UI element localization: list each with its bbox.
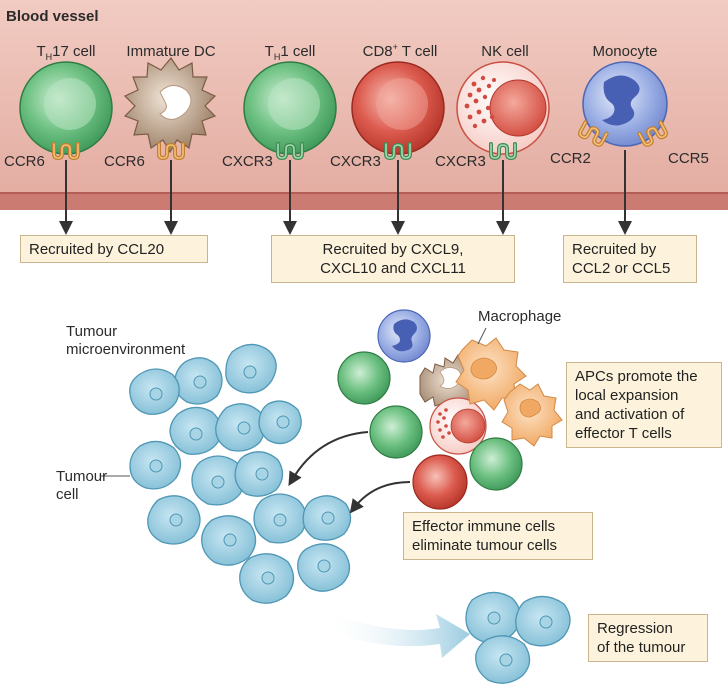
apc-note-line: effector T cells xyxy=(575,425,672,442)
apc-note-line: APCs promote the xyxy=(575,368,698,385)
recruit-cxcl-box: Recruited by CXCL9, CXCL10 and CXCL11 xyxy=(271,235,515,283)
recruit-ccl-line2: CCL2 or CCL5 xyxy=(572,260,671,277)
nk-cell-label: NK cell xyxy=(481,43,529,60)
immune-cell-cluster xyxy=(337,309,563,510)
monocyte-label: Monocyte xyxy=(592,43,657,60)
apc-note-line: local expansion xyxy=(575,387,679,404)
regression-arrow xyxy=(324,612,470,658)
vessel-title: Blood vessel xyxy=(6,8,99,25)
th1-receptor-label: CXCR3 xyxy=(222,153,273,170)
cd8-receptor-label: CXCR3 xyxy=(330,153,381,170)
idc-receptor-label: CCR6 xyxy=(104,153,145,170)
regression-note-line: Regression xyxy=(597,620,673,637)
tumour-microenvironment-label-line1: Tumour xyxy=(66,323,117,340)
regression-note-box: Regression of the tumour xyxy=(588,614,708,662)
recruit-ccl20-box: Recruited by CCL20 xyxy=(20,235,208,263)
regressed-tumour-cluster xyxy=(465,591,571,684)
monocyte-receptor-left-label: CCR2 xyxy=(550,150,591,167)
tumour-cell-cluster xyxy=(129,343,352,604)
apc-note-box: APCs promote the local expansion and act… xyxy=(566,362,722,448)
immune-attack-arrow-1 xyxy=(288,431,369,487)
apc-note-line: and activation of xyxy=(575,406,685,423)
nk-receptor-label: CXCR3 xyxy=(435,153,486,170)
recruit-ccl20-text: Recruited by CCL20 xyxy=(29,241,165,258)
monocyte-cell xyxy=(579,61,667,146)
recruit-ccl-line1: Recruited by xyxy=(572,241,657,258)
effector-note-box: Effector immune cells eliminate tumour c… xyxy=(403,512,593,560)
vessel-wall xyxy=(0,192,728,210)
th1-cell-label: TH1 cell xyxy=(265,43,316,62)
recruit-ccl-box: Recruited by CCL2 or CCL5 xyxy=(563,235,697,283)
tumour-cell-label-line2: cell xyxy=(56,486,79,503)
immune-attack-arrow-2 xyxy=(349,481,411,514)
immature-dc-label: Immature DC xyxy=(126,43,215,60)
th17-cell-label: TH17 cell xyxy=(36,43,95,62)
th17-receptor-label: CCR6 xyxy=(4,153,45,170)
tumour-cell-label-line1: Tumour xyxy=(56,468,107,485)
macrophage-leader xyxy=(477,327,487,345)
cd8-t-cell-label: CD8+ T cell xyxy=(363,42,438,60)
recruit-cxcl-line1: Recruited by CXCL9, xyxy=(322,241,464,258)
regression-note-line: of the tumour xyxy=(597,639,686,656)
nk-cell xyxy=(456,61,550,160)
recruit-cxcl-line2: CXCL10 and CXCL11 xyxy=(320,260,466,277)
effector-note-line: Effector immune cells xyxy=(412,518,556,535)
macrophage-label: Macrophage xyxy=(478,308,561,325)
monocyte-receptor-right-label: CCR5 xyxy=(668,150,709,167)
tumour-microenvironment-label-line2: microenvironment xyxy=(66,341,186,358)
th1-cell xyxy=(243,61,337,160)
immature-dc-cell xyxy=(123,56,217,160)
effector-note-line: eliminate tumour cells xyxy=(412,537,558,554)
th17-cell xyxy=(19,61,113,160)
cd8-t-cell xyxy=(351,61,445,160)
